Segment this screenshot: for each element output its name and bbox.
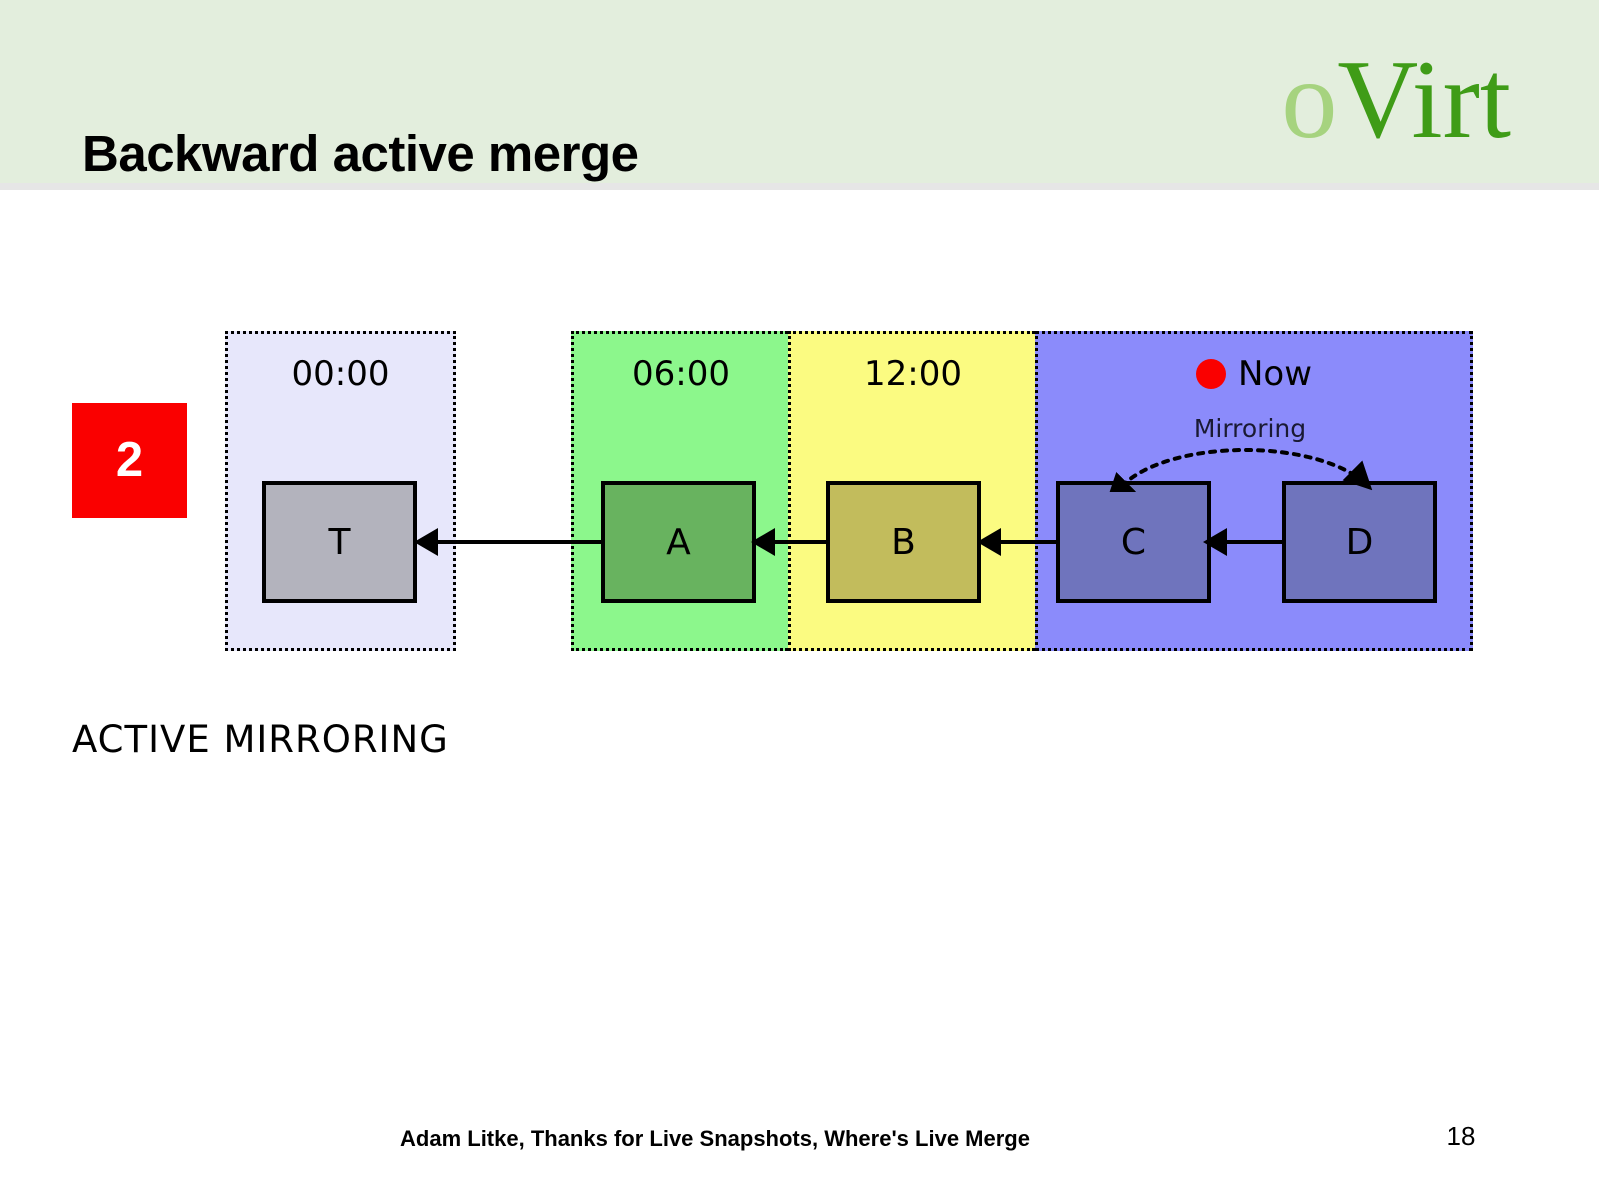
step-number-label: 2 bbox=[115, 433, 144, 487]
arrow-shaft bbox=[436, 540, 604, 544]
now-marker-dot bbox=[1195, 359, 1226, 389]
page-title: Backward active merge bbox=[82, 125, 639, 183]
timeline-column-label: 06:00 bbox=[632, 354, 730, 394]
snapshot-box-label: A bbox=[666, 521, 691, 563]
slide-header bbox=[0, 0, 1599, 183]
arrow-shaft bbox=[999, 540, 1059, 544]
snapshot-box-t: T bbox=[262, 481, 417, 603]
timeline-column-label: 12:00 bbox=[864, 354, 962, 394]
timeline-column-label: 00:00 bbox=[291, 354, 390, 394]
backing-arrow-a-to-t bbox=[414, 528, 604, 556]
diagram-caption: ACTIVE MIRRORING bbox=[72, 718, 449, 761]
snapshot-box-label: C bbox=[1120, 521, 1147, 563]
snapshot-box-label: B bbox=[891, 521, 916, 563]
backing-arrow-c-to-b bbox=[977, 528, 1059, 556]
now-label-text: Now bbox=[1237, 354, 1313, 394]
snapshot-box-label: T bbox=[328, 521, 351, 563]
backing-arrow-d-to-c bbox=[1203, 528, 1285, 556]
logo-o-letter: o bbox=[1281, 38, 1338, 162]
page-number: 18 bbox=[1446, 1121, 1476, 1151]
ovirt-logo: oVirt bbox=[1281, 44, 1511, 156]
snapshot-box-a: A bbox=[601, 481, 756, 603]
snapshot-box-c: C bbox=[1056, 481, 1211, 603]
snapshot-box-d: D bbox=[1282, 481, 1437, 603]
backing-arrow-b-to-a bbox=[751, 528, 829, 556]
arrow-shaft bbox=[773, 540, 829, 544]
arrow-head-icon bbox=[1203, 528, 1227, 556]
mirroring-label: Mirroring bbox=[1193, 414, 1307, 443]
step-number-badge: 2 bbox=[72, 403, 187, 518]
arrow-head-icon bbox=[977, 528, 1001, 556]
snapshot-box-b: B bbox=[826, 481, 981, 603]
snapshot-box-label: D bbox=[1345, 521, 1374, 563]
header-divider bbox=[0, 183, 1599, 190]
mirroring-arc-icon bbox=[1106, 448, 1373, 492]
arrow-head-icon bbox=[414, 528, 438, 556]
slide-footer: Adam Litke, Thanks for Live Snapshots, W… bbox=[400, 1126, 1030, 1151]
arrow-shaft bbox=[1225, 540, 1285, 544]
timeline-column-label-now: Now bbox=[1038, 354, 1470, 394]
logo-virt-text: Virt bbox=[1337, 38, 1511, 162]
arrow-head-icon bbox=[751, 528, 775, 556]
